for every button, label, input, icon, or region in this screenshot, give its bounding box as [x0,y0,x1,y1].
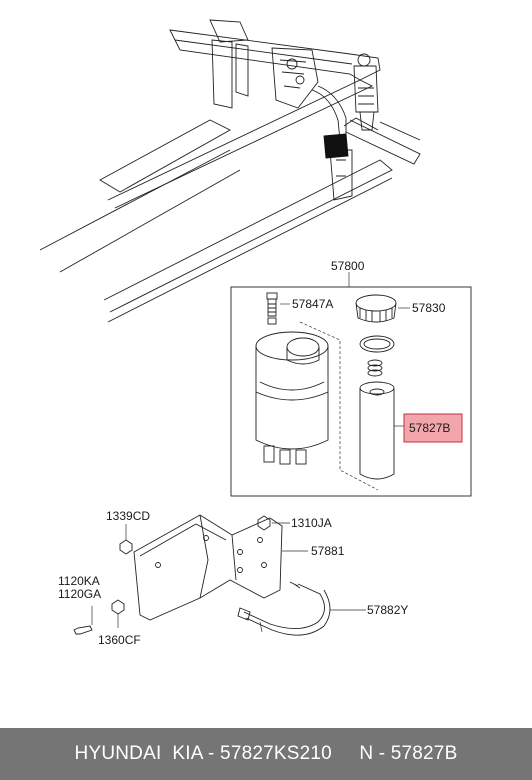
label-1310ja: 1310JA [291,516,332,530]
label-1120ka: 1120KA [58,574,100,588]
bolt-1360cf [111,599,125,628]
filter-element [359,381,404,480]
filter-housing [255,331,329,465]
label-1339cd: 1339CD [106,509,150,523]
highlight-57827b [403,413,463,443]
spring [367,359,383,377]
nut-1310ja [257,515,290,531]
bolt-1120 [73,606,93,635]
bolt-57847a [266,292,290,325]
label-57827b: 57827B [409,421,450,435]
nut-1339cd [119,524,133,555]
label-1120ga: 1120GA [58,587,101,601]
assembly-box [230,272,472,497]
vehicle-frame [39,19,421,323]
label-57830: 57830 [412,301,446,315]
bracket-57881 [133,514,308,621]
footer-bar: HYUNDAI KIA - 57827KS210 N - 57827B [0,728,532,780]
label-1360cf: 1360CF [98,633,141,647]
assembly-guide-lines [299,321,379,491]
o-ring [359,335,395,353]
parts-diagram: 57800 57847A 57830 57827B 1339CD 1310JA … [39,19,472,647]
label-57882y: 57882Y [367,603,408,617]
band-57882y [237,581,366,636]
cap-57830 [355,294,410,323]
label-57881: 57881 [311,544,345,558]
label-57847a: 57847A [292,297,333,311]
label-57800: 57800 [331,259,365,273]
footer-text: HYUNDAI KIA - 57827KS210 N - 57827B [74,743,458,764]
